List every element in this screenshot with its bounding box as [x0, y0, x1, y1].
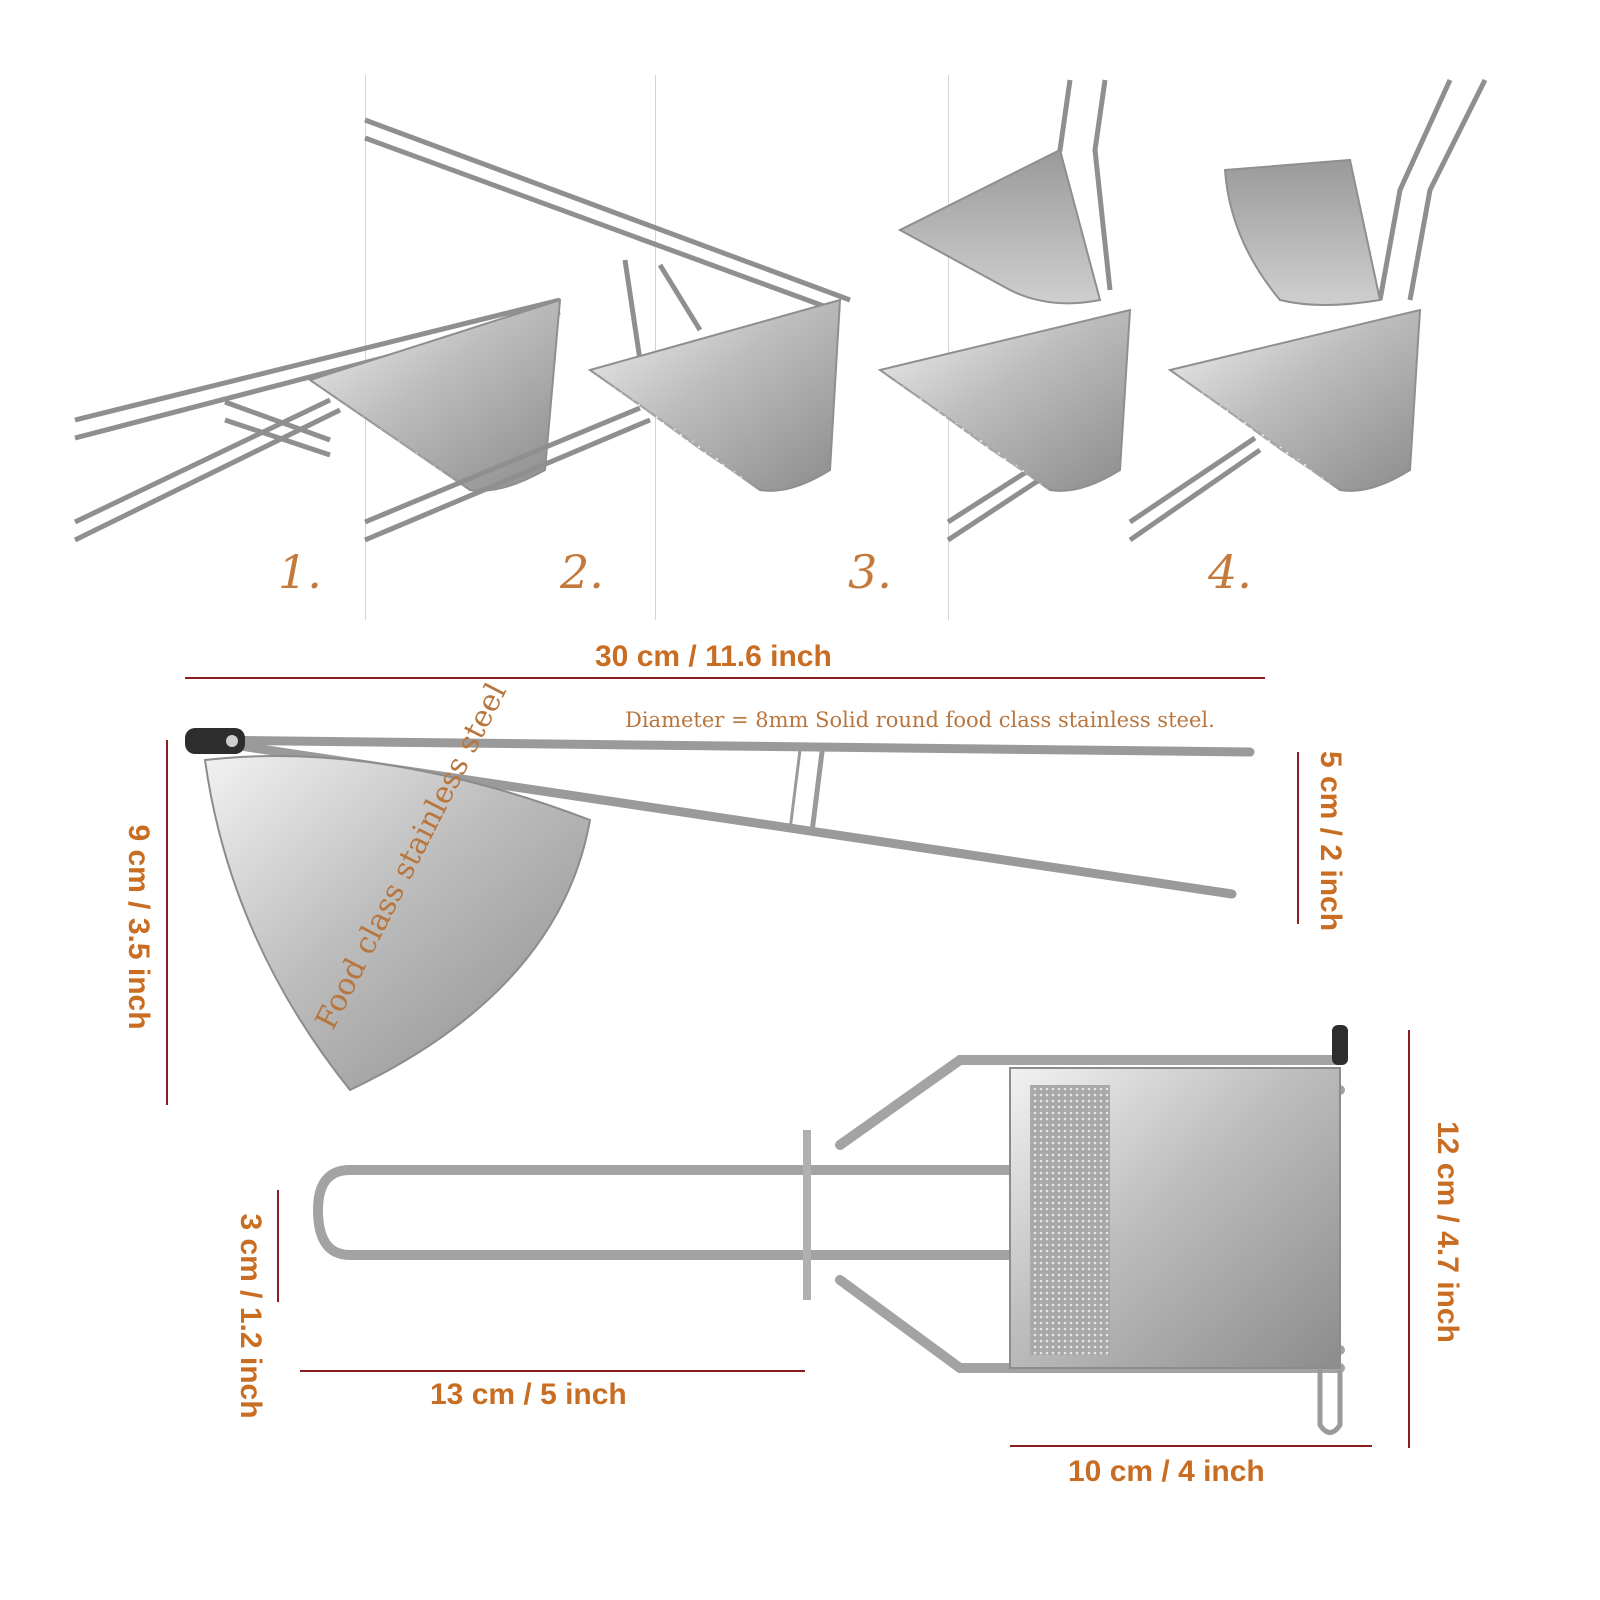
handle-length-dimension-label: 13 cm / 5 inch — [430, 1378, 627, 1411]
step-2-ricer — [364, 117, 851, 543]
diameter-note: Diameter = 8mm Solid round food class st… — [625, 708, 1215, 732]
head-width-dimension-label: 12 cm / 4.7 inch — [1431, 1121, 1464, 1343]
step-2-ricer-head — [587, 298, 842, 492]
height-dimension-line — [166, 740, 168, 1105]
handle-width-dimension-label: 3 cm / 1.2 inch — [234, 1213, 267, 1419]
length-dimension-label: 30 cm / 11.6 inch — [595, 640, 832, 673]
step-number-2: 2. — [560, 545, 604, 599]
step-3-ricer-head — [877, 148, 1132, 492]
handle-gap-dimension-line — [1297, 752, 1299, 924]
head-depth-dimension-label: 10 cm / 4 inch — [1068, 1455, 1265, 1488]
step-number-3: 3. — [848, 545, 892, 599]
step-4-ricer — [1128, 78, 1488, 543]
handle-width-dimension-line — [277, 1190, 279, 1302]
step-1-ricer-head — [307, 298, 562, 492]
step-divider — [655, 75, 656, 620]
step-number-1: 1. — [278, 545, 322, 599]
step-4-ricer-head — [1167, 158, 1422, 492]
step-number-4: 4. — [1208, 545, 1252, 599]
step-1-ricer — [73, 297, 561, 543]
handle-length-dimension-line — [300, 1370, 805, 1372]
head-depth-dimension-line — [1010, 1445, 1372, 1447]
usage-steps-illustration — [73, 78, 1488, 543]
length-dimension-line — [185, 677, 1265, 679]
head-width-dimension-line — [1408, 1030, 1410, 1448]
step-divider — [948, 75, 949, 620]
